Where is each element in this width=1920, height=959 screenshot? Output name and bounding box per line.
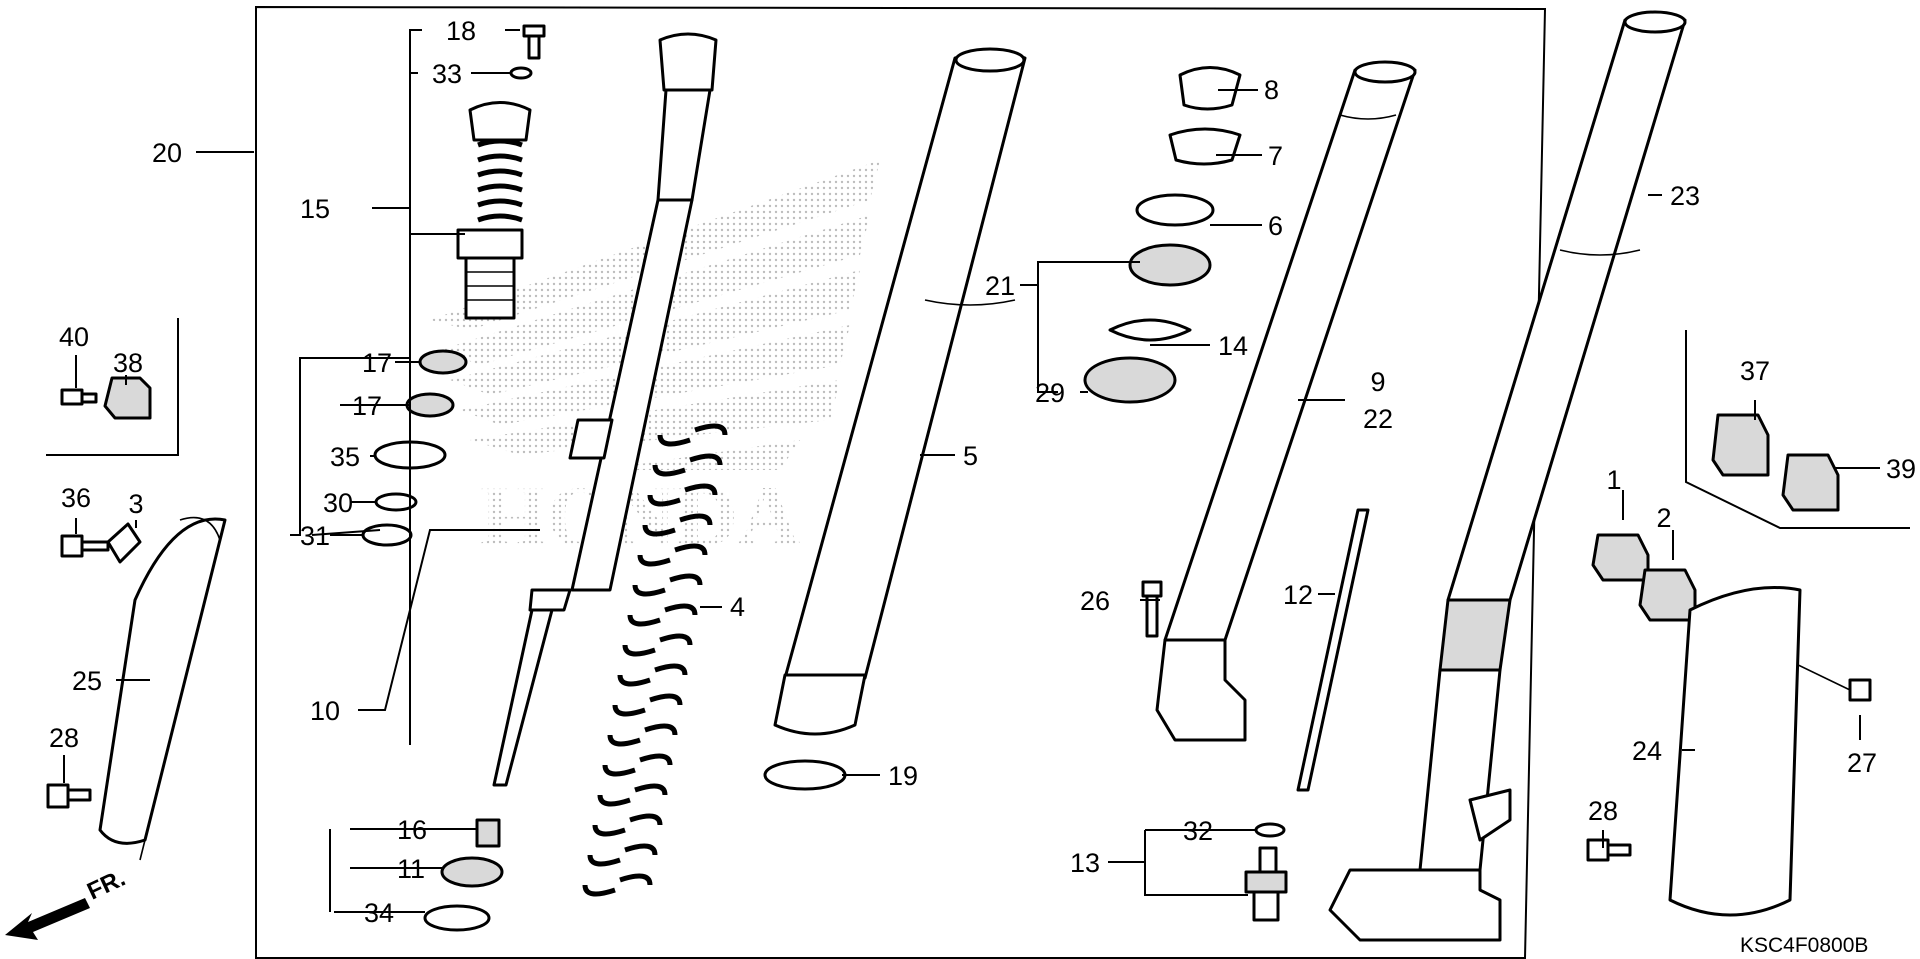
- callout-17a: 17: [362, 348, 392, 378]
- callout-30: 30: [323, 488, 353, 518]
- callout-40: 40: [59, 322, 89, 352]
- callout-2: 2: [1656, 503, 1671, 533]
- callout-36: 36: [61, 483, 91, 513]
- part-31-ring: [361, 523, 413, 547]
- callout-18: 18: [446, 16, 476, 46]
- callout-33: 33: [432, 59, 462, 89]
- callout-12: 12: [1283, 580, 1313, 610]
- callout-6: 6: [1268, 211, 1283, 241]
- diagram-code: KSC4F0800B: [1740, 934, 1868, 957]
- part-15-cartridge: [456, 101, 532, 320]
- part-36-bolt: [60, 534, 110, 558]
- part-12-rod: [1296, 508, 1370, 792]
- part-8-bush: [1178, 66, 1242, 111]
- callout-3: 3: [128, 489, 143, 519]
- callout-27: 27: [1847, 748, 1877, 778]
- part-40-bolt: [60, 388, 98, 406]
- part-25-guard-rim: [139, 516, 221, 861]
- part-26-bolt: [1141, 580, 1163, 638]
- callout-25: 25: [72, 666, 102, 696]
- part-11-seat: [440, 856, 504, 888]
- part-17-bushing-lower: [405, 392, 455, 418]
- callout-13: 13: [1070, 848, 1100, 878]
- callout-16: 16: [397, 815, 427, 845]
- part-28-bolt-left: [46, 783, 92, 809]
- part-9-axle-holder: [1155, 638, 1247, 742]
- callout-24: 24: [1632, 736, 1662, 766]
- part-16-nut: [475, 818, 501, 848]
- part-1-clamp: [1591, 533, 1650, 582]
- callout-1: 1: [1606, 465, 1621, 495]
- callout-4: 4: [730, 592, 745, 622]
- part-19-clip: [763, 759, 847, 791]
- part-23-fork-leg: [1328, 10, 1687, 942]
- callout-31: 31: [300, 521, 330, 551]
- callout-5: 5: [963, 441, 978, 471]
- part-18-bolt: [522, 24, 546, 60]
- callout-34: 34: [364, 898, 394, 928]
- callouts: 1 2 3 4 5 6 7 8 9 10 11 12 13 14 15 16 1…: [49, 16, 1916, 928]
- callout-9: 9: [1370, 367, 1385, 397]
- part-29-dust-seal: [1083, 356, 1177, 404]
- part-37-clamp: [1711, 413, 1770, 477]
- part-10-damper-tube: [492, 32, 718, 787]
- callout-19: 19: [888, 761, 918, 791]
- part-21-oil-seal: [1128, 243, 1212, 287]
- part-25-fork-guard: [98, 517, 227, 845]
- callout-17b: 17: [352, 391, 382, 421]
- part-24-fork-guard: [1668, 586, 1802, 917]
- main-frame: [255, 5, 1547, 959]
- callout-35: 35: [330, 442, 360, 472]
- part-13-valve: [1244, 846, 1288, 922]
- watermark-text: HONDA: [480, 468, 800, 564]
- leader-lines: [63, 29, 1880, 913]
- callout-21: 21: [985, 271, 1015, 301]
- part-3-bracket: [106, 522, 142, 564]
- part-6-washer: [1135, 193, 1215, 227]
- subframe-38-40: [46, 318, 179, 456]
- part-32-ring: [1254, 822, 1286, 838]
- part-38-clamp: [103, 376, 152, 420]
- callout-10: 10: [310, 696, 340, 726]
- front-direction-arrow: FR.: [5, 865, 130, 940]
- direction-label: FR.: [83, 865, 129, 906]
- part-7-bush: [1168, 127, 1242, 166]
- part-2-clamp: [1638, 568, 1697, 622]
- callout-11: 11: [397, 854, 425, 884]
- callout-14: 14: [1218, 331, 1248, 361]
- callout-26: 26: [1080, 586, 1110, 616]
- callout-28-right: 28: [1588, 796, 1618, 826]
- part-17-bushing-upper: [418, 349, 468, 375]
- callout-28-left: 28: [49, 723, 79, 753]
- part-5-outer-tube: [773, 47, 1027, 736]
- part-14-stop-ring: [1108, 318, 1192, 342]
- callout-37: 37: [1740, 356, 1770, 386]
- callout-23: 23: [1670, 181, 1700, 211]
- part-34-ring: [423, 904, 491, 932]
- part-4-spring: [582, 423, 728, 897]
- part-39-clamp: [1781, 453, 1840, 512]
- callout-32: 32: [1183, 816, 1213, 846]
- part-9-inner-tube: [1163, 60, 1417, 642]
- callout-29: 29: [1035, 378, 1065, 408]
- callout-38: 38: [113, 348, 143, 378]
- part-28-bolt-right: [1586, 838, 1632, 862]
- callout-7: 7: [1268, 141, 1283, 171]
- callout-22: 22: [1363, 404, 1393, 434]
- callout-8: 8: [1264, 75, 1279, 105]
- part-33-oring: [509, 66, 533, 80]
- callout-15: 15: [300, 194, 330, 224]
- callout-39: 39: [1886, 454, 1916, 484]
- callout-20: 20: [152, 138, 182, 168]
- subframe-37-39: [1685, 330, 1910, 529]
